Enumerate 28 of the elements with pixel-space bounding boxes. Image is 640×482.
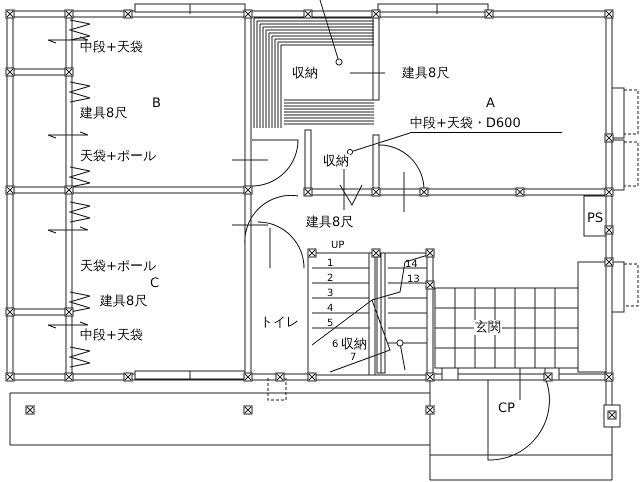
closet-label: 天袋+ポール [80, 149, 156, 164]
room-label: 収納 [340, 337, 368, 352]
stair-label: UP [331, 240, 344, 251]
door-label: 建具8尺 [402, 66, 450, 81]
leader-line [352, 132, 410, 152]
room-label: 収納 [322, 154, 350, 169]
room-letter: C [150, 276, 160, 291]
room-label: 収納 [291, 66, 319, 81]
callout-text: 中段+天袋・D600 [410, 116, 562, 133]
door-label: 建具8尺 [306, 215, 354, 230]
step-number: 7 [350, 352, 356, 363]
room-letter: B [152, 96, 161, 111]
step-number: 3 [327, 288, 334, 299]
closet-label: 中段+天袋 [80, 328, 143, 343]
door-label: 建具8尺 [100, 294, 148, 309]
closet-label: 天袋+ポール [80, 259, 156, 274]
room-letter: A [486, 96, 495, 111]
door-label: 建具8尺 [80, 106, 128, 121]
step-number: 5 [327, 318, 334, 329]
closet-label: 中段+天袋 [80, 40, 143, 55]
step-number: 6 [332, 339, 338, 350]
room-label: 玄関 [474, 320, 502, 335]
step-number: 4 [327, 303, 334, 314]
step-number: 13 [407, 274, 420, 285]
step-number: 2 [327, 273, 334, 284]
step-number: 14 [405, 259, 418, 270]
leader-dot [347, 149, 353, 155]
step-number: 1 [327, 258, 334, 269]
